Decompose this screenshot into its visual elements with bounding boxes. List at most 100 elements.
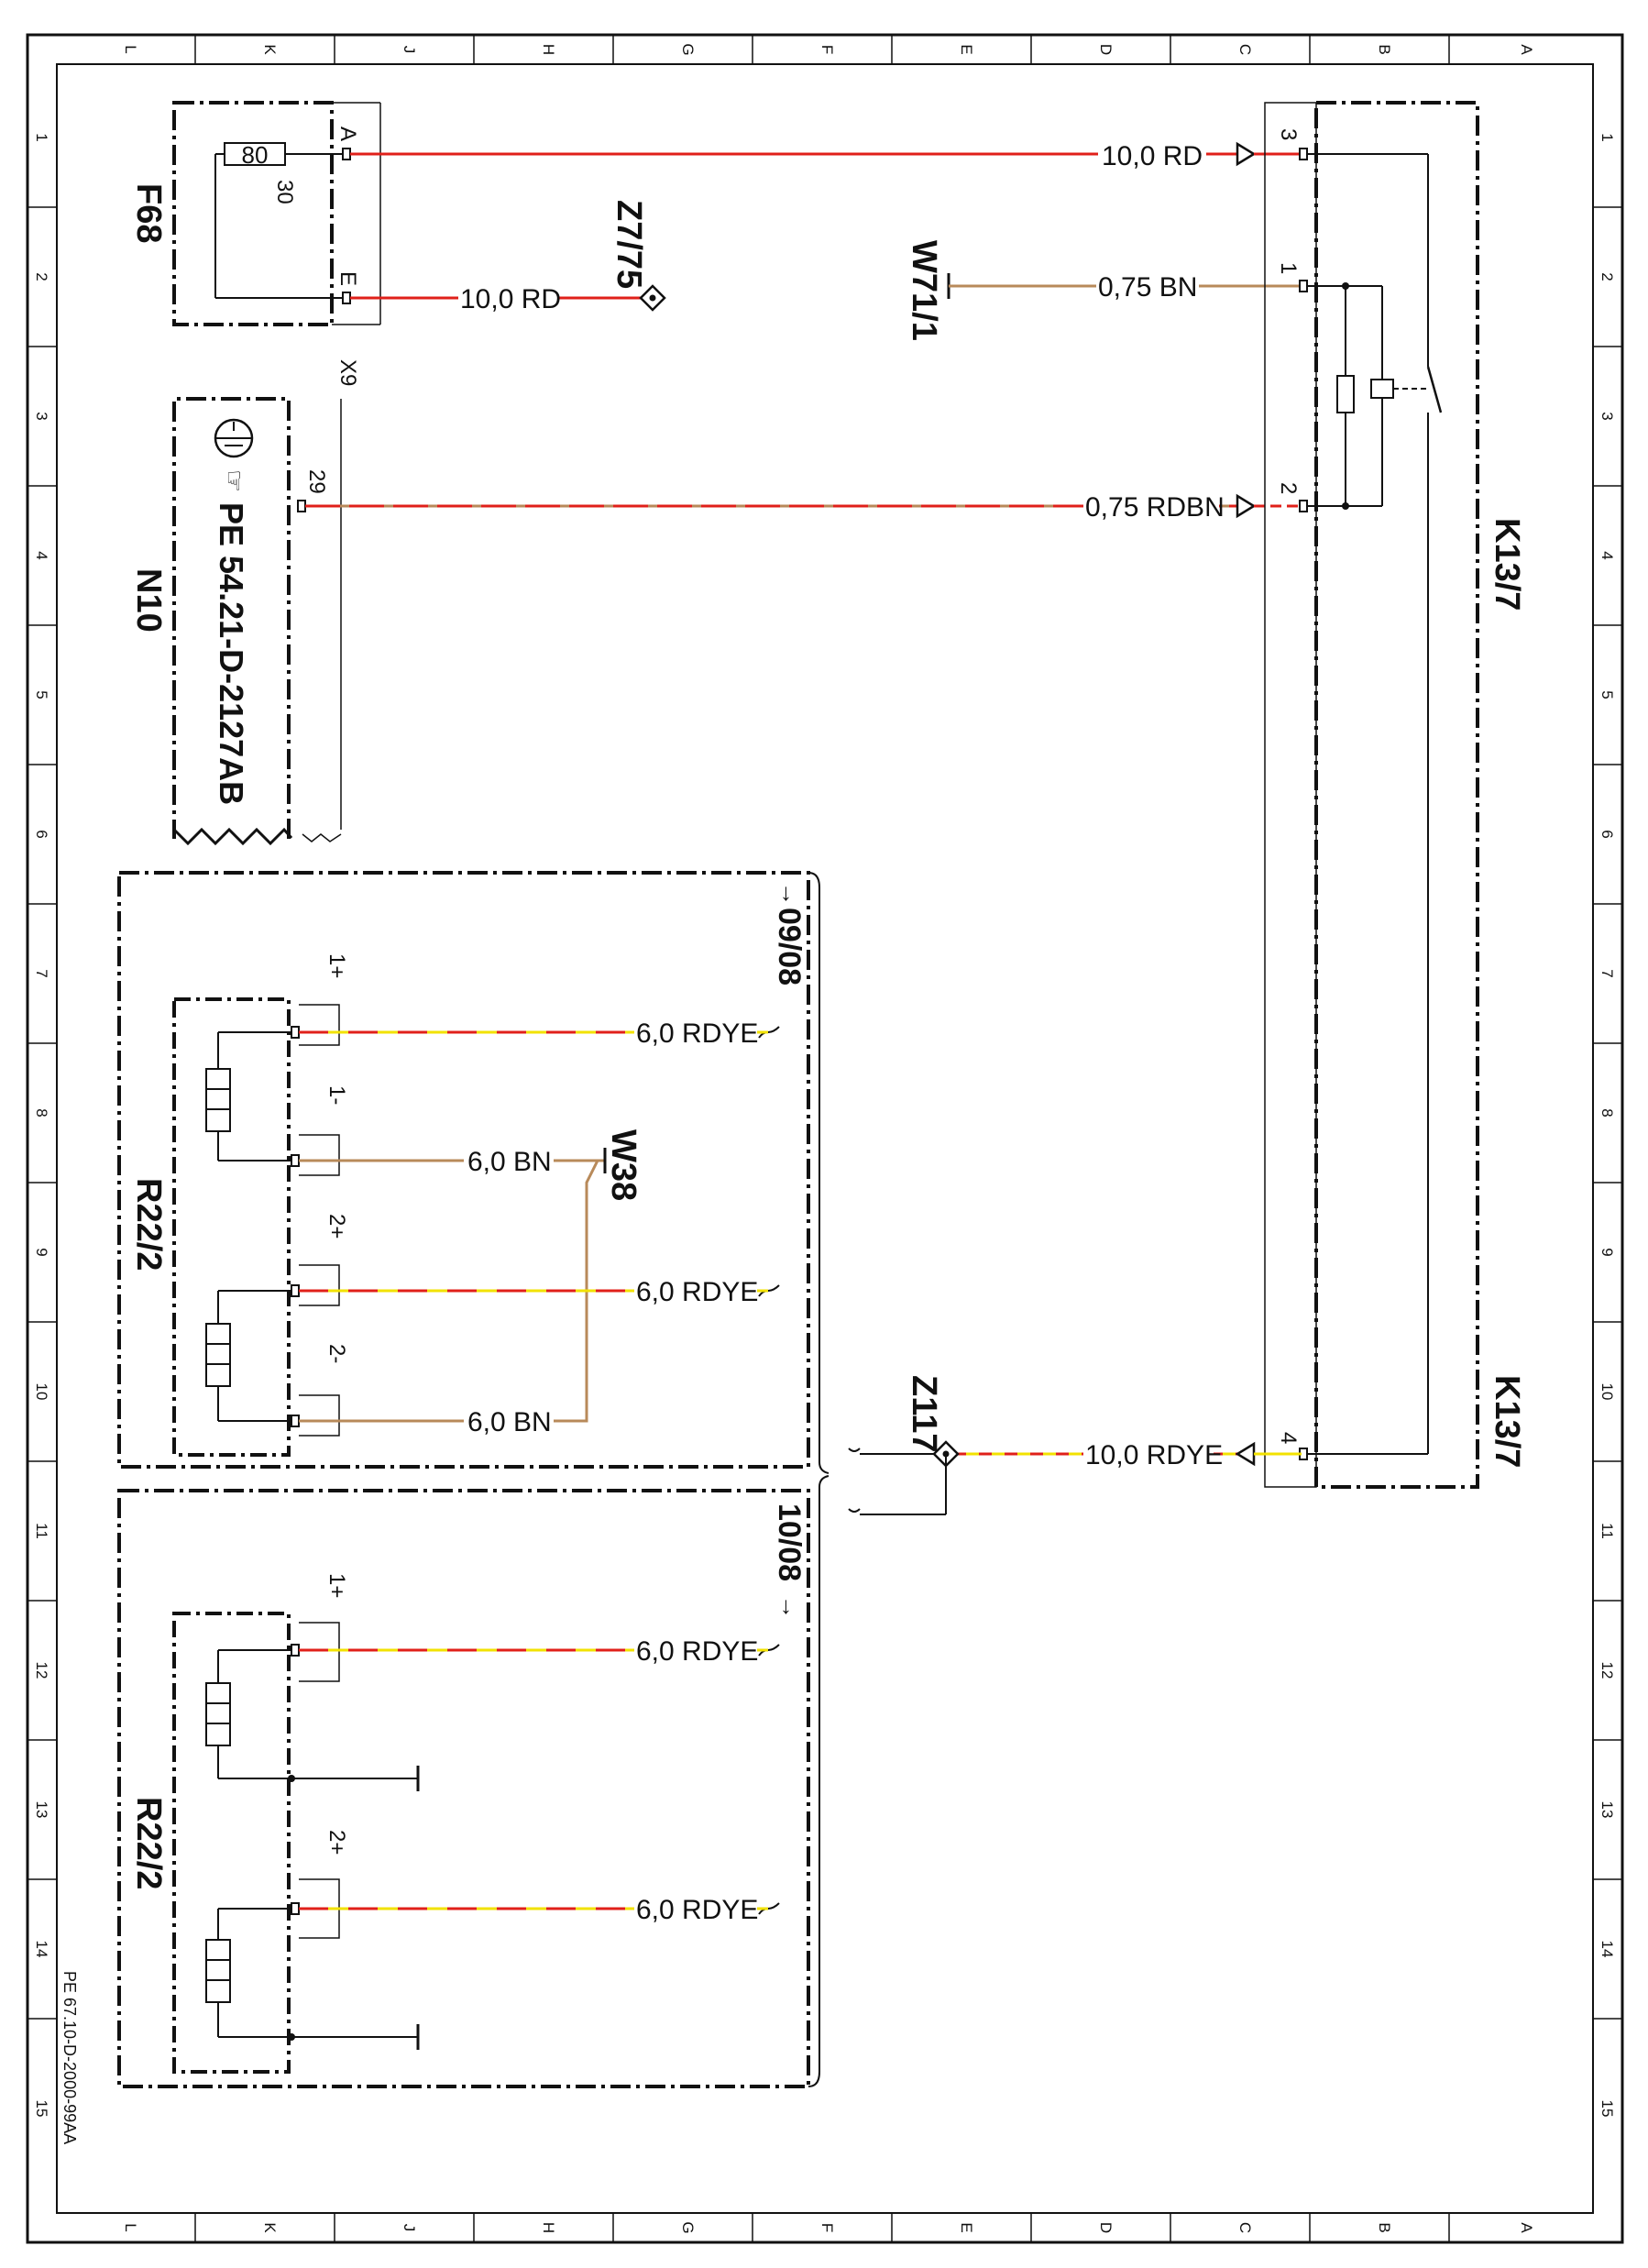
row-label: 11 — [33, 1523, 50, 1539]
pin-label-1plus: 1+ — [324, 953, 349, 978]
row-label: 8 — [33, 1108, 50, 1117]
connector-pin — [1299, 500, 1308, 512]
pin-label-4: 4 — [1276, 1432, 1301, 1444]
col-label: H — [540, 2222, 557, 2233]
heater-box — [172, 997, 291, 1457]
wire-label-n10: 0,75 RDBN — [1085, 492, 1225, 523]
row-label: 12 — [33, 1662, 50, 1679]
row-label: 1 — [1599, 133, 1616, 141]
k13-7-component: 3 1 2 4 K13/7 K13/7 — [1264, 101, 1526, 1489]
heating-element — [205, 1908, 420, 2050]
row-label: 6 — [1599, 830, 1616, 838]
heating-element — [205, 1649, 420, 1791]
pin-label-1minus: 1- — [324, 1085, 349, 1105]
row-label: 7 — [33, 969, 50, 977]
group-b-box — [117, 1489, 810, 2088]
pin-label-1plus: 1+ — [324, 1573, 349, 1598]
z7-75-label: Z7/75 — [610, 200, 648, 289]
wire-label-r1-2m: 6,0 BN — [467, 1407, 552, 1437]
row-labels-left: 1 2 3 4 5 6 7 8 9 10 11 12 13 14 15 — [33, 133, 50, 2117]
n10-reference: PE 54.21-D-2127AB — [213, 502, 250, 805]
row-label: 14 — [33, 1941, 50, 1958]
row-label: 15 — [1599, 2100, 1616, 2118]
connector-pin — [1299, 280, 1308, 292]
column-labels-bottom: L K J H G F E D C B A — [122, 2221, 1535, 2233]
n10-component: X9 29 ☞ PE 54.21-D-2127AB N10 — [129, 359, 360, 846]
w38-label: W38 — [604, 1129, 643, 1201]
row-label: 10 — [33, 1383, 50, 1401]
arrow-down-icon: → — [776, 1595, 804, 1619]
col-label: J — [401, 46, 418, 54]
row-label: 2 — [1599, 272, 1616, 281]
col-label: L — [122, 2223, 139, 2231]
group-a-box — [117, 871, 810, 1469]
control-unit-icon — [214, 418, 254, 458]
pin-label-2plus: 2+ — [324, 1214, 349, 1239]
col-label: L — [122, 45, 139, 53]
splice-z7-75 — [639, 284, 666, 312]
col-label: A — [1518, 44, 1535, 55]
wire-label-z117: 10,0 RDYE — [1085, 1440, 1223, 1470]
col-label: F — [819, 2223, 836, 2232]
group-brace — [808, 1475, 829, 2087]
row-label: 9 — [1599, 1248, 1616, 1256]
connector-pin — [342, 148, 351, 160]
row-label: 6 — [33, 830, 50, 838]
continuation-tilde — [848, 1508, 861, 1513]
column-labels-top: L K J H G F E D C B A — [122, 43, 1535, 55]
row-label: 3 — [33, 412, 50, 420]
pin-label-3: 3 — [1276, 128, 1301, 140]
row-label: 15 — [33, 2100, 50, 2118]
col-label: G — [679, 2221, 697, 2233]
row-label: 13 — [1599, 1801, 1616, 1819]
r22-2-b-label: R22/2 — [129, 1797, 168, 1889]
col-label: H — [540, 44, 557, 55]
connector-pin — [291, 1902, 300, 1915]
r22-2-group-b: 10/08 → R22/2 1 — [117, 1475, 829, 2088]
fuse-symbol — [224, 142, 286, 166]
r22-2-a-label: R22/2 — [129, 1178, 168, 1271]
group-brace — [808, 872, 829, 1474]
k13-7-top-label: K13/7 — [1488, 518, 1526, 611]
k13-7-bottom-label: K13/7 — [1488, 1375, 1526, 1468]
f68-component: 80 30 A E F68 — [129, 101, 381, 326]
wire-label-f68-e: 10,0 RD — [460, 284, 561, 314]
connector-arrow — [1236, 493, 1257, 519]
f68-box — [172, 101, 334, 326]
relay-contact — [1426, 366, 1443, 413]
col-label: K — [261, 2222, 279, 2233]
col-label: G — [679, 43, 697, 55]
row-label: 5 — [33, 690, 50, 699]
wire-label-r1-1m: 6,0 BN — [467, 1147, 552, 1177]
row-label: 10 — [1599, 1383, 1616, 1401]
wire-label-r2-1p: 6,0 RDYE — [636, 1636, 758, 1667]
n10-label: N10 — [129, 568, 168, 633]
col-label: C — [1236, 44, 1254, 55]
k13-box — [1314, 101, 1479, 1489]
k13-outer-line — [1264, 102, 1317, 1488]
row-label: 3 — [1599, 412, 1616, 420]
r22-2-group-a: 09/08 → R22/2 1+ 1- — [117, 871, 829, 1474]
row-label: 2 — [33, 272, 50, 281]
w71-1-label: W71/1 — [905, 240, 943, 341]
row-label: 12 — [1599, 1662, 1616, 1679]
wire-label-w71: 0,75 BN — [1098, 272, 1197, 303]
pin-label-2: 2 — [1276, 482, 1301, 494]
row-label: 7 — [1599, 969, 1616, 977]
pin-label-1: 1 — [1276, 262, 1301, 274]
wire-label-r1-1p: 6,0 RDYE — [636, 1018, 758, 1049]
zigzag-break — [172, 827, 293, 846]
row-label: 13 — [33, 1801, 50, 1819]
wire-label-f68-a: 10,0 RD — [1102, 141, 1203, 171]
frame-dividers — [27, 35, 1622, 2242]
wire-label-r1-2p: 6,0 RDYE — [636, 1277, 758, 1307]
col-label: B — [1376, 2222, 1393, 2232]
pointing-hand-icon: ☞ — [220, 469, 248, 492]
wire-label-r2-2p: 6,0 RDYE — [636, 1895, 758, 1925]
row-label: 4 — [1599, 551, 1616, 559]
col-label: D — [1097, 44, 1115, 55]
connector-pin — [342, 292, 351, 304]
pin-label-e: E — [335, 271, 360, 286]
col-label: B — [1376, 44, 1393, 54]
